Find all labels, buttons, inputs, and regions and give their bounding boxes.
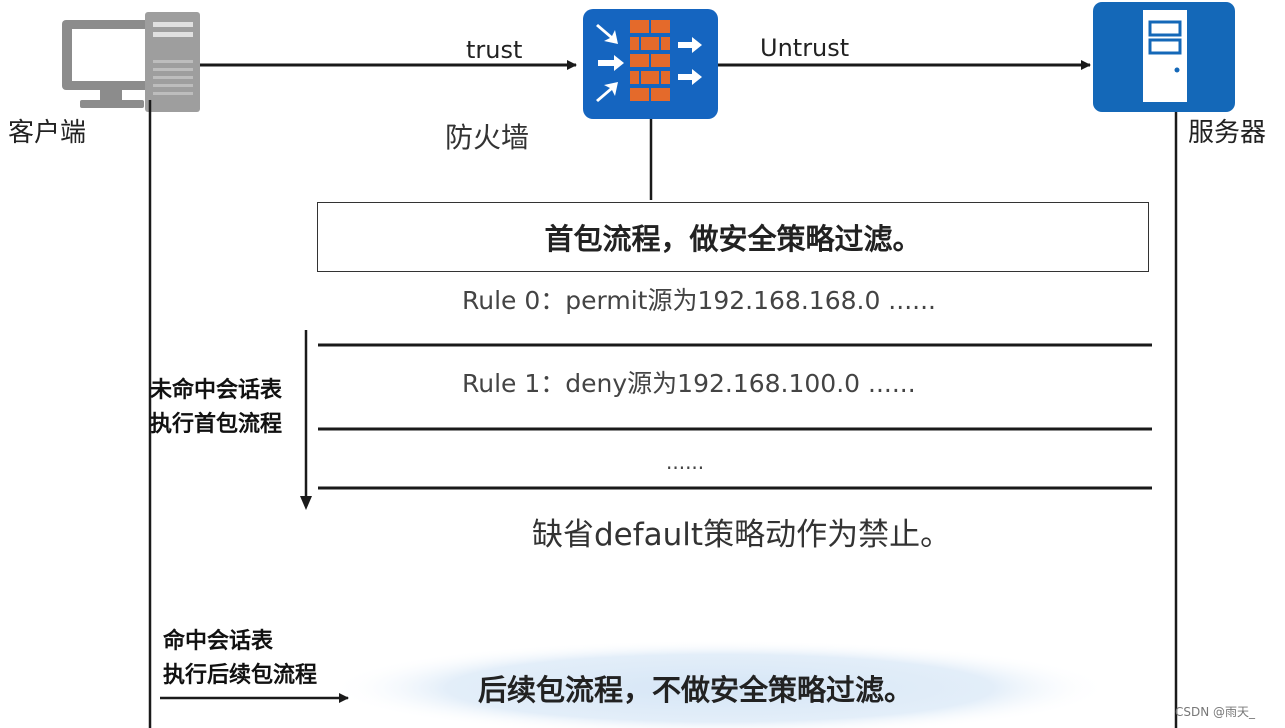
client-label: 客户端 [8,118,87,148]
firewall-brick-icon [583,9,718,119]
first-packet-box: 首包流程，做安全策略过滤。 [317,202,1149,272]
rule-ellipsis: ...... [666,450,705,474]
desktop-computer-icon [62,12,200,112]
session-miss-line2: 执行首包流程 [150,412,283,438]
session-hit-note: 命中会话表 执行后续包流程 [163,625,317,693]
untrust-zone-label: Untrust [760,34,850,62]
session-hit-line2: 执行后续包流程 [163,663,318,689]
subsequent-packet-ellipse [330,640,1110,728]
default-policy-text: 缺省default策略动作为禁止。 [532,517,952,553]
rule-1: Rule 1：deny源为192.168.100.0 ...... [462,369,916,398]
subsequent-packet-label: 后续包流程，不做安全策略过滤。 [478,673,914,707]
rule-0: Rule 0：permit源为192.168.168.0 ...... [462,286,936,315]
down-arrowhead [300,496,312,510]
session-hit-line1: 命中会话表 [163,629,274,654]
firewall-label: 防火墙 [445,121,530,154]
first-packet-title: 首包流程，做安全策略过滤。 [544,222,922,256]
trust-zone-label: trust [466,36,523,64]
session-miss-line1: 未命中会话表 [150,378,283,403]
watermark: CSDN @雨天_ [1175,705,1256,719]
server-label: 服务器 [1188,118,1267,148]
session-miss-note: 未命中会话表 执行首包流程 [150,374,282,442]
server-tower-icon [1093,2,1235,112]
